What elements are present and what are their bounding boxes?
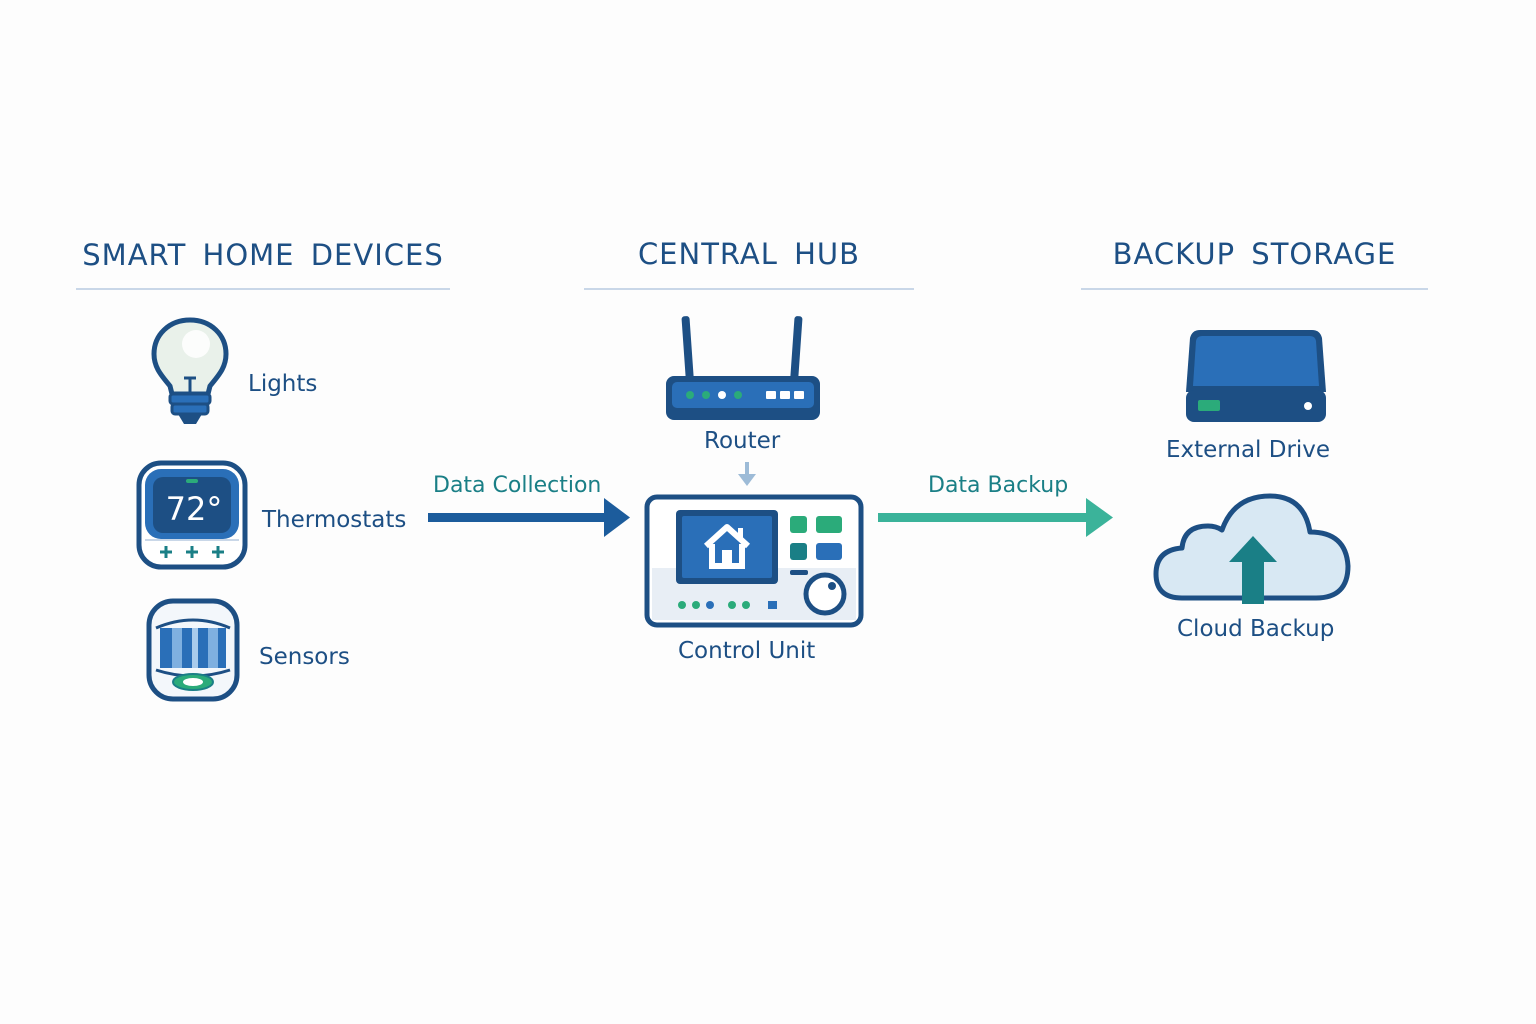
section-title-backup: BACKUP STORAGE xyxy=(1112,237,1397,271)
flow-label-backup: Data Backup xyxy=(928,473,1069,498)
arrow-right-icon xyxy=(878,498,1113,537)
section-title-hub: CENTRAL HUB xyxy=(637,237,861,271)
thermostat-reading: 72° xyxy=(166,490,223,528)
storage-label-external-drive: External Drive xyxy=(1166,437,1331,463)
storage-label-cloud-backup: Cloud Backup xyxy=(1177,616,1335,642)
device-label-lights: Lights xyxy=(248,371,318,397)
router-icon xyxy=(666,316,820,420)
hub-label-router: Router xyxy=(704,428,781,454)
section-divider-hub xyxy=(584,288,914,290)
arrow-down-icon xyxy=(738,462,756,486)
cloud-upload-icon xyxy=(1153,493,1351,604)
section-divider-backup xyxy=(1081,288,1428,290)
section-divider-devices xyxy=(76,288,450,290)
section-title-devices: SMART HOME DEVICES xyxy=(82,238,444,272)
motion-sensor-icon xyxy=(146,598,240,702)
thermostat-icon: 72° xyxy=(136,460,248,570)
hub-label-control-unit: Control Unit xyxy=(678,638,816,664)
control-unit-icon xyxy=(644,494,864,628)
arrow-right-icon xyxy=(428,498,630,537)
device-label-thermostats: Thermostats xyxy=(262,507,407,533)
external-drive-icon xyxy=(1186,330,1326,422)
lightbulb-icon xyxy=(151,317,229,424)
flow-label-collection: Data Collection xyxy=(433,473,602,498)
device-label-sensors: Sensors xyxy=(259,644,350,670)
